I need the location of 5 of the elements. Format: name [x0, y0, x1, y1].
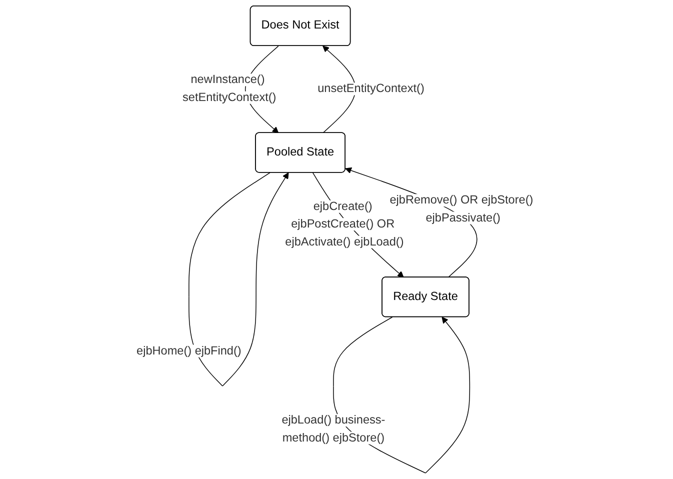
edge-label: ejbLoad() business-method() ejbStore() — [282, 414, 386, 444]
edge-label: unsetEntityContext() — [317, 82, 424, 96]
edge-label: newInstance() setEntityContext() — [182, 74, 276, 104]
edge-label: ejbHome() ejbFind() — [136, 344, 242, 358]
arrow — [322, 46, 356, 134]
